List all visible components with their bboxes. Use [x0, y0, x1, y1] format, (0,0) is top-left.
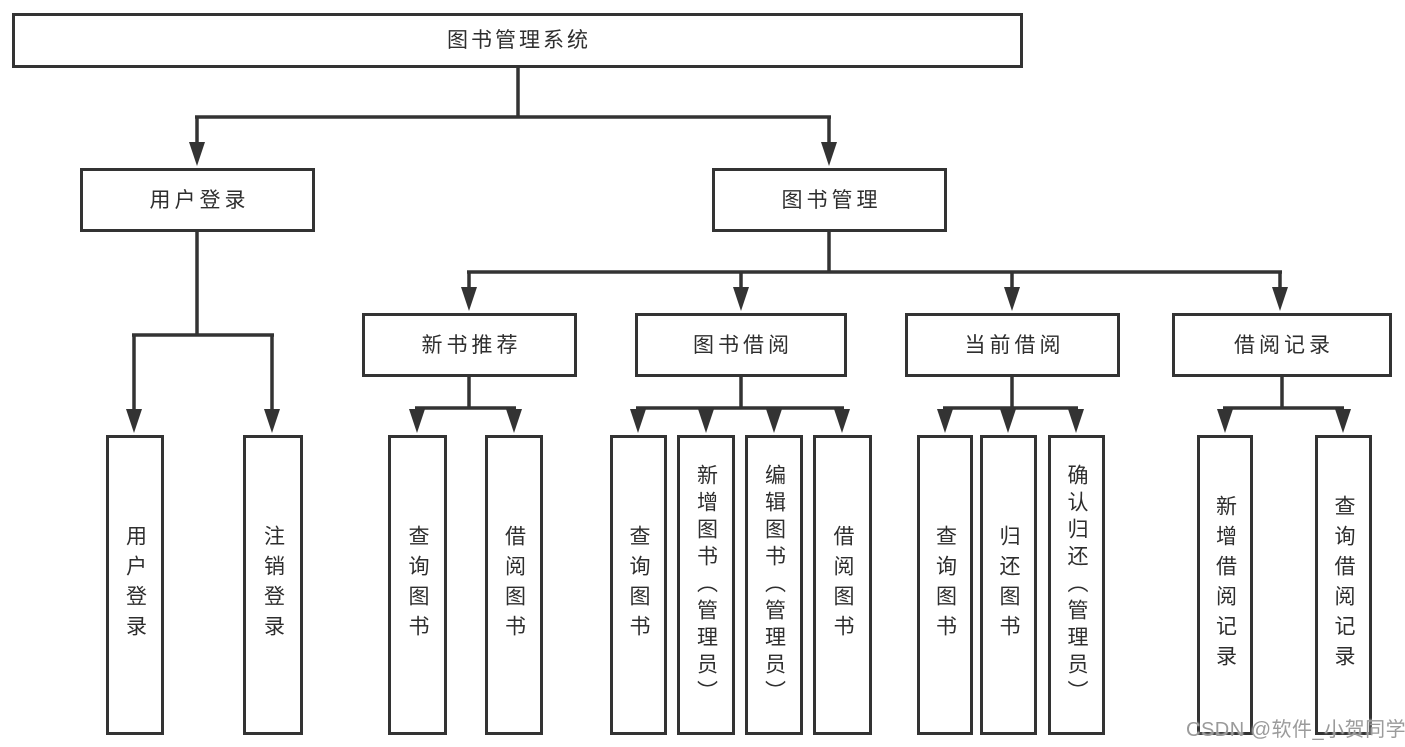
node-current-borrowing-label: 当前借阅: [964, 333, 1065, 357]
node-book-management-label: 图书管理: [781, 188, 882, 212]
node-new-book-recommendation: 新书推荐: [362, 313, 577, 377]
leaf-query-borrow-record: 查询借阅记录: [1315, 435, 1372, 735]
leaf-query-books-current: 查询图书: [917, 435, 973, 735]
leaf-query-books-borrowing: 查询图书: [610, 435, 667, 735]
leaf-query-books-recommend-label: 查询图书: [406, 525, 429, 645]
node-root: 图书管理系统: [12, 13, 1023, 68]
leaf-edit-books-admin-label: 编辑图书（管理员）: [762, 463, 786, 707]
node-root-label: 图书管理系统: [447, 29, 591, 52]
leaf-query-books-current-label: 查询图书: [933, 525, 957, 645]
leaf-borrow-books-borrowing-label: 借阅图书: [831, 525, 854, 645]
leaf-return-books-label: 归还图书: [997, 525, 1020, 645]
node-book-borrowing-label: 图书借阅: [693, 333, 793, 357]
node-current-borrowing: 当前借阅: [905, 313, 1120, 377]
leaf-borrow-books-recommend-label: 借阅图书: [502, 525, 526, 645]
leaf-add-books-admin: 新增图书（管理员）: [677, 435, 735, 735]
leaf-query-books-borrowing-label: 查询图书: [627, 525, 650, 645]
watermark: CSDN @软件_小贺同学: [1186, 719, 1405, 741]
leaf-user-login: 用户登录: [106, 435, 164, 735]
leaf-add-books-admin-label: 新增图书（管理员）: [694, 463, 718, 707]
leaf-confirm-return-admin-label: 确认归还（管理员）: [1065, 463, 1088, 707]
node-book-borrowing: 图书借阅: [635, 313, 847, 377]
leaf-borrow-books-borrowing: 借阅图书: [813, 435, 872, 735]
node-book-management: 图书管理: [712, 168, 947, 232]
leaf-add-borrow-record: 新增借阅记录: [1197, 435, 1253, 735]
leaf-query-borrow-record-label: 查询借阅记录: [1332, 495, 1355, 675]
leaf-logout-label: 注销登录: [261, 525, 285, 645]
node-user-login-label: 用户登录: [149, 188, 250, 212]
leaf-edit-books-admin: 编辑图书（管理员）: [745, 435, 803, 735]
leaf-confirm-return-admin: 确认归还（管理员）: [1048, 435, 1105, 735]
leaf-user-login-label: 用户登录: [123, 525, 147, 645]
node-borrowing-records: 借阅记录: [1172, 313, 1392, 377]
leaf-query-books-recommend: 查询图书: [388, 435, 447, 735]
leaf-logout: 注销登录: [243, 435, 303, 735]
node-user-login: 用户登录: [80, 168, 315, 232]
leaf-borrow-books-recommend: 借阅图书: [485, 435, 543, 735]
leaf-add-borrow-record-label: 新增借阅记录: [1213, 495, 1237, 675]
node-borrowing-records-label: 借阅记录: [1234, 333, 1334, 357]
leaf-return-books: 归还图书: [980, 435, 1037, 735]
node-new-book-recommendation-label: 新书推荐: [421, 333, 522, 357]
